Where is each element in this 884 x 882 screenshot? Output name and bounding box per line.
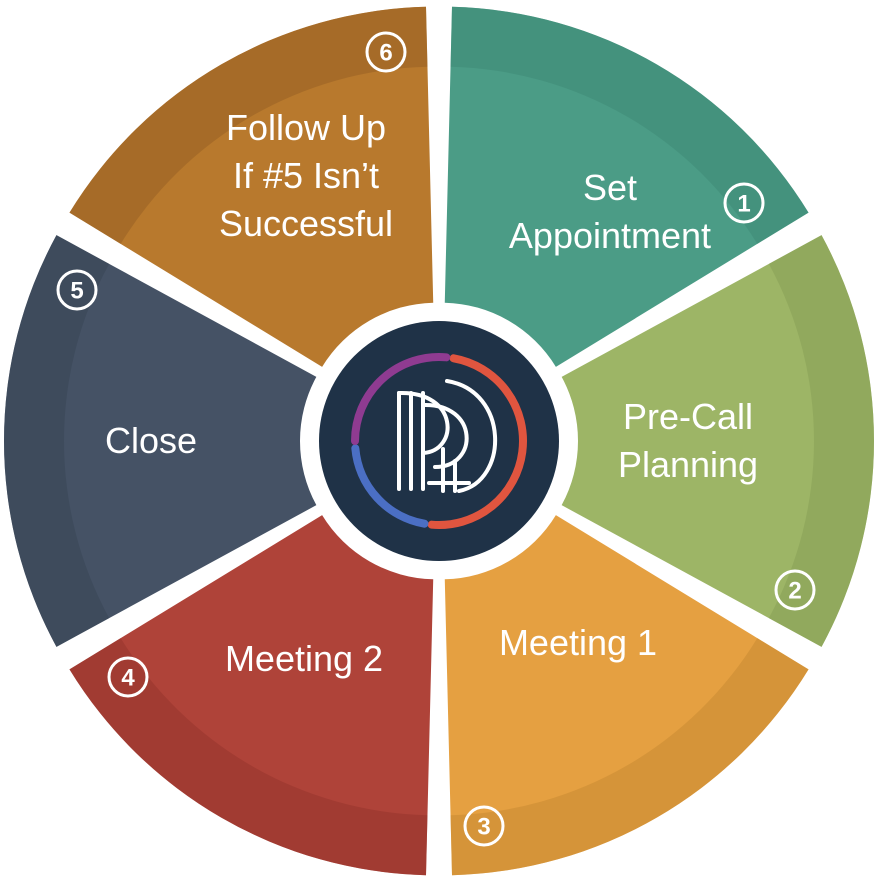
badge-circle <box>365 31 407 73</box>
step-number: 2 <box>788 578 801 605</box>
segment-5-shade <box>3 235 110 647</box>
segment-2-label-line: Planning <box>618 444 758 485</box>
segment-6-label-line: Follow Up <box>226 107 386 148</box>
segment-6-tile <box>69 6 434 367</box>
step-6-badge: 6 <box>365 31 407 73</box>
segment-4-tile <box>69 515 434 876</box>
segment-3-label: Meeting 1 <box>499 622 657 663</box>
logo-stroke <box>421 402 469 469</box>
badge-circle <box>463 805 505 847</box>
step-number: 5 <box>70 278 83 305</box>
segment-2-label-line: Pre-Call <box>623 396 753 437</box>
segment-3-tile <box>444 515 809 876</box>
step-number: 6 <box>379 40 392 67</box>
segment-4-label-line: Meeting 2 <box>225 638 383 679</box>
logo-stroke <box>397 390 450 455</box>
segment-5-label-line: Close <box>105 420 197 461</box>
step-4-badge: 4 <box>107 656 149 698</box>
segment-1-shade <box>450 6 809 244</box>
logo-stroke <box>445 379 498 493</box>
badge-circle <box>107 656 149 698</box>
segment-4-shade <box>69 638 428 876</box>
step-2-badge: 2 <box>774 569 816 611</box>
step-3-badge: 3 <box>463 805 505 847</box>
segment-5: Close 5 <box>3 235 317 647</box>
segment-2-tile <box>561 235 874 647</box>
step-1-badge: 1 <box>723 182 765 224</box>
segment-1-label-line: Appointment <box>509 215 711 256</box>
segment-6-label-line: Successful <box>219 203 393 244</box>
logo-ring-arc <box>351 353 451 445</box>
logo-ring-arc <box>351 444 429 528</box>
badge-circle <box>56 269 98 311</box>
segment-4-label: Meeting 2 <box>225 638 383 679</box>
badge-circle <box>723 182 765 224</box>
segment-3-shade <box>450 638 809 876</box>
segment-3-label-line: Meeting 1 <box>499 622 657 663</box>
step-5-badge: 5 <box>56 269 98 311</box>
segment-1-tile <box>444 6 809 367</box>
ring-monogram-logo <box>351 353 527 529</box>
segment-4: Meeting 2 4 <box>69 515 434 876</box>
hub <box>305 307 573 575</box>
step-number: 4 <box>121 665 135 692</box>
segment-6-shade <box>69 6 428 244</box>
badge-circle <box>774 569 816 611</box>
step-number: 1 <box>737 191 750 218</box>
segment-5-label: Close <box>105 420 197 461</box>
step-number: 3 <box>477 814 490 841</box>
segment-6-label-line: If #5 Isn’t <box>233 155 379 196</box>
segment-3: Meeting 1 3 <box>444 515 809 876</box>
logo-ring-arc <box>427 354 527 529</box>
segment-5-tile <box>3 235 317 647</box>
segment-2-shade <box>768 235 874 647</box>
segment-1-label-line: Set <box>583 167 637 208</box>
